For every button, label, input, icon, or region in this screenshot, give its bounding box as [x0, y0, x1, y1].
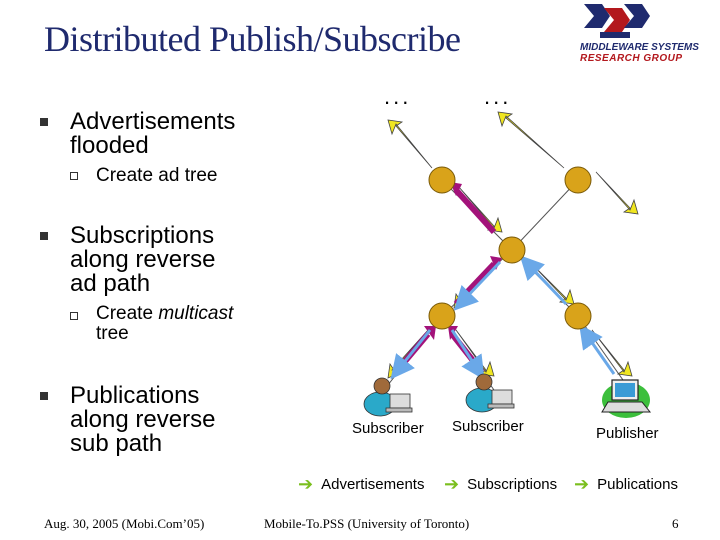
bullet-marker	[40, 118, 48, 126]
legend-advertisements: ➔ Advertisements	[298, 474, 424, 495]
mrsg-logo: MIDDLEWARE SYSTEMS RESEARCH GROUP	[572, 2, 718, 66]
bullet-marker	[40, 392, 48, 400]
bullet-advertisements: Advertisements flooded	[70, 108, 236, 159]
legend-subscriptions: ➔ Subscriptions	[444, 474, 557, 495]
publication-arrows	[390, 255, 616, 381]
footer-date: Aug. 30, 2005 (Mobi.Com’05)	[44, 516, 205, 531]
sub-bullet-create-multicast-tree: Create multicast tree	[96, 304, 246, 344]
ellipsis-left: ...	[384, 84, 412, 109]
legend-advertisements-label: Advertisements	[321, 476, 425, 493]
bullet-publications: Publications along reverse sub path	[70, 382, 216, 457]
ellipsis-right: ...	[484, 84, 512, 109]
bullet-subscriptions: Subscriptions along reverse ad path	[70, 222, 216, 297]
footer-center: Mobile-To.PSS (University of Toronto)	[264, 516, 470, 531]
broker-node	[428, 166, 456, 194]
subscriber-label: Subscriber	[352, 420, 424, 437]
slide-title: Distributed Publish/Subscribe	[44, 19, 461, 59]
publisher-label: Publisher	[596, 425, 659, 442]
sub-bullet-create-ad-tree: Create ad tree	[96, 165, 218, 186]
sub-bullet-marker	[70, 312, 78, 320]
subscriber-icon	[363, 377, 413, 417]
legend-arrow-icon: ➔	[444, 474, 460, 494]
broker-node	[564, 166, 592, 194]
legend-subscriptions-label: Subscriptions	[467, 476, 558, 493]
logo-line1: MIDDLEWARE SYSTEMS	[580, 42, 699, 53]
publisher-laptop-icon	[601, 379, 652, 418]
tree-edges	[383, 179, 631, 391]
legend-arrow-icon: ➔	[298, 474, 314, 494]
sub-bullet-multicast-text: Create multicast tree	[96, 303, 234, 344]
logo-mark-icon	[580, 2, 650, 40]
bullet-marker	[40, 232, 48, 240]
logo-line2: RESEARCH GROUP	[580, 53, 683, 64]
legend-publications-label: Publications	[597, 476, 678, 493]
broker-node	[428, 302, 456, 330]
multicast-emphasis: multicast	[158, 303, 234, 324]
broker-node	[564, 302, 592, 330]
legend-publications: ➔ Publications	[574, 474, 678, 495]
page-number: 6	[672, 516, 679, 531]
legend-arrow-icon: ➔	[574, 474, 590, 494]
sub-bullet-marker	[70, 172, 78, 180]
subscriber-label: Subscriber	[452, 418, 524, 435]
subscriber-icon	[465, 373, 515, 413]
broker-node	[498, 236, 526, 264]
